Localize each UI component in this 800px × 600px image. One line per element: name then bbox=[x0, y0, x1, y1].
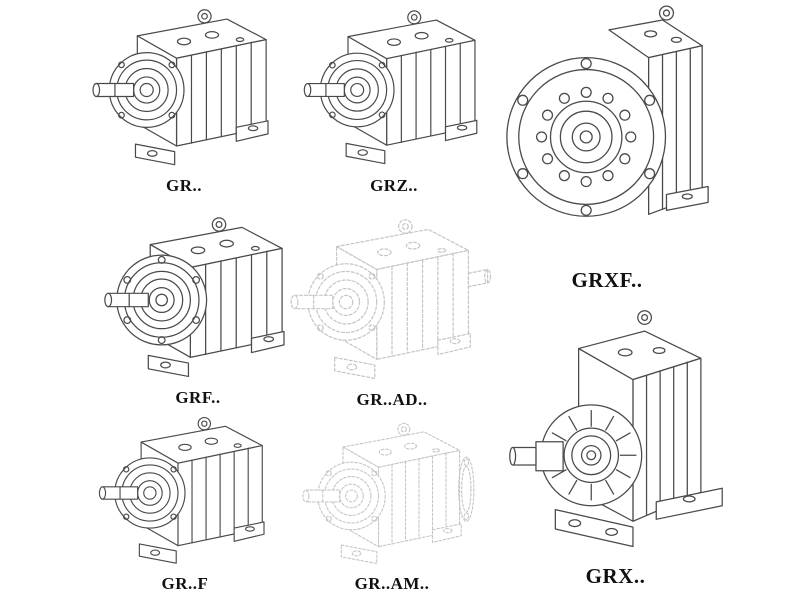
model-cell-gr-ad: GR..AD.. bbox=[288, 216, 496, 410]
model-cell-gr-am: GR..AM.. bbox=[292, 420, 492, 594]
model-label-grx: GRX.. bbox=[585, 564, 646, 588]
model-label-gr: GR.. bbox=[166, 176, 202, 195]
model-label-grxf: GRXF.. bbox=[571, 268, 643, 292]
model-cell-grxf: GRXF.. bbox=[492, 0, 722, 293]
model-label-gr-f: GR..F bbox=[161, 574, 209, 593]
model-cell-grf: GRF.. bbox=[100, 214, 296, 408]
model-label-gr-am: GR..AM.. bbox=[354, 574, 430, 593]
motor-adapter-flange-detail bbox=[458, 456, 475, 522]
gearbox-drawing-gr bbox=[92, 9, 269, 166]
gearbox-drawing-gr-f bbox=[98, 416, 265, 564]
gearbox-drawing-grz bbox=[303, 10, 478, 165]
model-cell-grz: GRZ.. bbox=[302, 6, 486, 196]
gearbox-drawing-grxf bbox=[506, 5, 709, 217]
model-cell-gr-f: GR..F bbox=[90, 414, 280, 594]
model-cell-grx: GRX.. bbox=[498, 302, 733, 589]
gearbox-drawing-grx bbox=[509, 310, 723, 548]
model-label-grz: GRZ.. bbox=[370, 176, 418, 195]
model-label-gr-ad: GR..AD.. bbox=[356, 390, 428, 409]
gearbox-drawing-grf bbox=[104, 217, 285, 378]
gearbox-drawing-gr-am bbox=[302, 422, 475, 565]
adapter-shaft-detail bbox=[467, 268, 492, 288]
model-cell-gr: GR.. bbox=[88, 6, 280, 196]
gearbox-drawing-gr-ad bbox=[290, 219, 492, 380]
model-label-grf: GRF.. bbox=[175, 388, 221, 407]
